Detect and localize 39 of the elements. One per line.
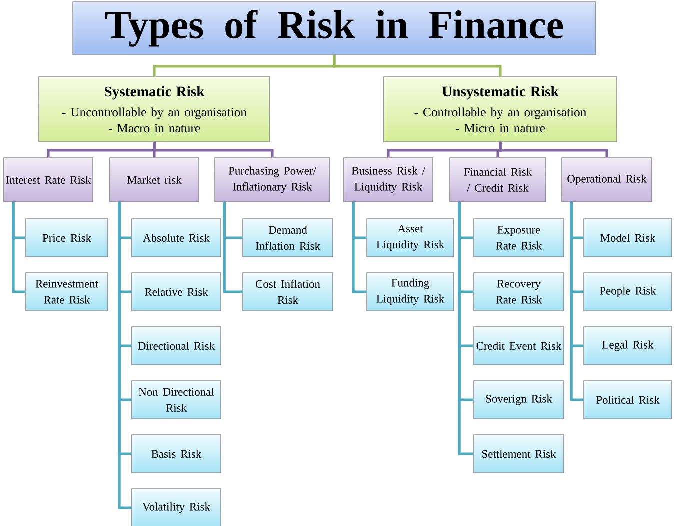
risk-box: Non Directional Risk <box>132 380 222 420</box>
risk-box: Basis Risk <box>132 434 222 474</box>
risk-box: Directional Risk <box>132 326 222 366</box>
connector-line <box>12 202 26 294</box>
connector-line <box>458 202 474 456</box>
risk-box: Funding Liquidity Risk <box>366 272 454 312</box>
connector-line <box>118 202 132 510</box>
risk-box: Exposure Rate Risk <box>474 218 564 258</box>
risk-box: Demand Inflation Risk <box>242 218 334 258</box>
subcategory-box: Purchasing Power/ Inflationary Risk <box>214 158 330 202</box>
connector-line <box>352 202 367 294</box>
risk-box: Relative Risk <box>132 272 222 312</box>
connector-line <box>223 202 243 294</box>
risk-box: Absolute Risk <box>132 218 222 258</box>
risk-box: Asset Liquidity Risk <box>366 218 454 258</box>
category-box: Unsystematic Risk - Controllable by an organisation - Micro in nature <box>384 76 618 142</box>
connector-line <box>499 142 608 158</box>
subcategory-box: Financial Risk / Credit Risk <box>450 158 546 202</box>
subcategory-box: Interest Rate Risk <box>4 158 94 202</box>
risk-box: Volatility Risk <box>132 488 222 526</box>
subcategory-box: Business Risk / Liquidity Risk <box>344 158 434 202</box>
risk-box: Reinvestment Rate Risk <box>26 272 108 312</box>
title-box: Types of Risk in Finance <box>72 2 596 56</box>
connector-line <box>153 142 274 158</box>
connector-line <box>333 55 502 77</box>
risk-box: Political Risk <box>584 380 672 420</box>
risk-box: Legal Risk <box>584 326 672 366</box>
risk-box: Model Risk <box>584 218 672 258</box>
connector-line <box>570 202 584 402</box>
risk-box: Recovery Rate Risk <box>474 272 564 312</box>
risk-box: People Risk <box>584 272 672 312</box>
risk-box: Price Risk <box>26 218 108 258</box>
category-box: Systematic Risk - Uncontrollable by an organisation - Macro in nature <box>38 76 270 142</box>
risk-box: Settlement Risk <box>474 434 564 474</box>
risk-box: Soverign Risk <box>474 380 564 420</box>
subcategory-box: Operational Risk <box>562 158 652 202</box>
risk-box: Cost Inflation Risk <box>242 272 334 312</box>
subcategory-box: Market risk <box>110 158 200 202</box>
risk-box: Credit Event Risk <box>474 326 564 366</box>
